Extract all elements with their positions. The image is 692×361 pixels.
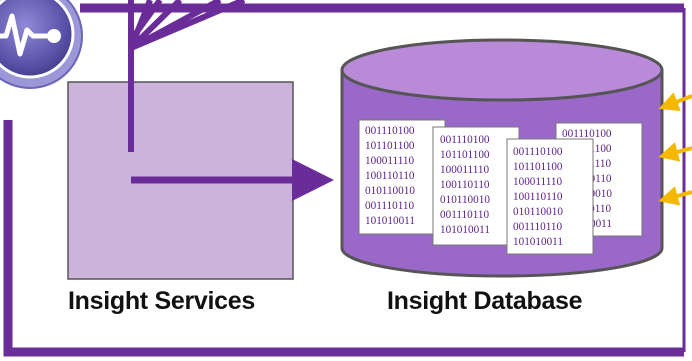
document-2: 001110100 101101100 100011110 100110110 … bbox=[432, 126, 520, 246]
doc-3-line: 001110110 bbox=[513, 221, 563, 233]
doc-3-line: 001110100 bbox=[513, 146, 563, 158]
doc-2-line: 100110110 bbox=[440, 179, 490, 191]
doc-1-line: 001110100 bbox=[365, 125, 415, 137]
outer-frame bbox=[3, 3, 686, 357]
doc-1-line: 010110010 bbox=[365, 185, 415, 197]
doc-4-line: 001110100 bbox=[562, 128, 612, 140]
insight-database-label: Insight Database bbox=[387, 287, 583, 315]
doc-2-line: 101101100 bbox=[440, 149, 490, 161]
doc-3-line: 100011110 bbox=[513, 176, 563, 188]
doc-1-line: 001110110 bbox=[365, 200, 415, 212]
document-1: 001110100 101101100 100011110 100110110 … bbox=[358, 119, 446, 235]
doc-3-line: 101010011 bbox=[513, 236, 563, 248]
doc-3-line: 010110010 bbox=[513, 206, 563, 218]
doc-2-line: 100011110 bbox=[440, 164, 490, 176]
doc-2-line: 001110100 bbox=[440, 134, 490, 146]
doc-2-line: 001110110 bbox=[440, 209, 490, 221]
pulse-logo-icon bbox=[0, 0, 83, 89]
doc-1-line: 101010011 bbox=[365, 215, 415, 227]
doc-1-line: 100011110 bbox=[365, 155, 415, 167]
doc-3-line: 101101100 bbox=[513, 161, 563, 173]
insight-services-label: Insight Services bbox=[68, 287, 255, 315]
doc-1-line: 100110110 bbox=[365, 170, 415, 182]
doc-1-line: 101101100 bbox=[365, 140, 415, 152]
document-3: 001110100 101101100 100011110 100110110 … bbox=[506, 138, 594, 255]
doc-2-line: 101010011 bbox=[440, 224, 490, 236]
incoming-yellow-arrows bbox=[658, 92, 692, 206]
doc-3-line: 100110110 bbox=[513, 191, 563, 203]
doc-2-line: 010110010 bbox=[440, 194, 490, 206]
document-stack: 001110100 101101100 100011110 100110110 … bbox=[358, 119, 643, 255]
